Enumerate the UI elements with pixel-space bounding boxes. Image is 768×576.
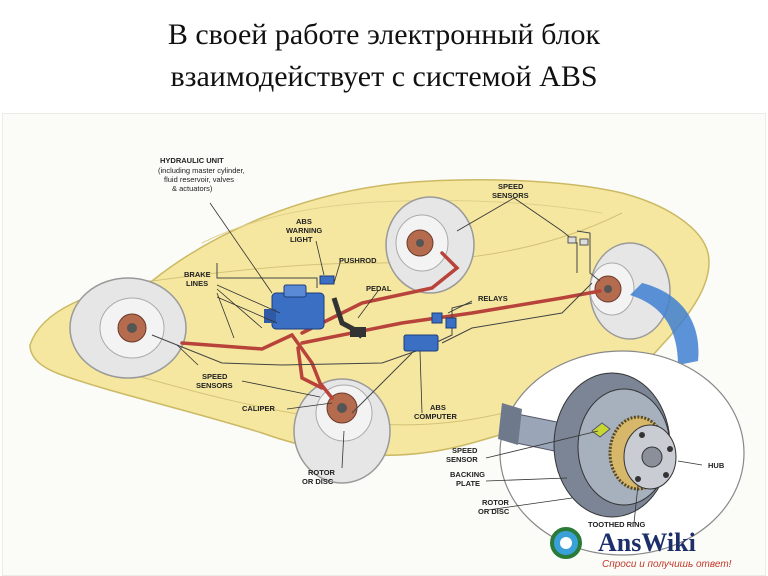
label-abs-warning-1: ABS xyxy=(296,217,312,226)
watermark-brand: AnsWiki xyxy=(598,528,696,557)
label-hydraulic-unit-sub3: & actuators) xyxy=(172,184,213,193)
sensor-wires xyxy=(151,230,601,414)
leader-lines xyxy=(176,197,563,469)
label-backing-plate-1: BACKING xyxy=(450,470,485,479)
slide-title: В своей работе электронный блок взаимоде… xyxy=(0,14,768,98)
inset-leader-lines xyxy=(485,430,703,524)
relays xyxy=(431,312,457,329)
label-backing-plate-2: PLATE xyxy=(456,479,480,488)
answiki-watermark: AnsWiki Спроси и получишь ответ! xyxy=(550,527,732,570)
detail-callout-swoosh xyxy=(630,283,699,365)
title-line-1: В своей работе электронный блок xyxy=(167,18,601,51)
label-rotor-disc-inset-1: ROTOR xyxy=(482,498,510,507)
label-abs-warning-3: LIGHT xyxy=(290,235,313,244)
label-rotor-disc-inset-2: OR DISC xyxy=(478,507,510,516)
label-hydraulic-unit-sub1: (including master cylinder, xyxy=(158,166,245,175)
label-hub: HUB xyxy=(708,461,725,470)
label-brake-lines-1: BRAKE xyxy=(184,270,211,279)
label-speed-sensors-left-1: SPEED xyxy=(202,372,228,381)
title-line-2: взаимодействует с системой ABS xyxy=(170,60,598,93)
wheel-rear-right xyxy=(589,242,671,340)
abs-computer xyxy=(403,334,439,352)
label-caliper: CALIPER xyxy=(242,404,276,413)
watermark-tagline: Спроси и получишь ответ! xyxy=(602,559,732,570)
label-speed-sensors-left-2: SENSORS xyxy=(196,381,233,390)
abs-warning-light xyxy=(319,275,335,285)
label-abs-warning-2: WARNING xyxy=(286,226,322,235)
pedal-assembly xyxy=(331,297,366,339)
label-abs-computer-1: ABS xyxy=(430,403,446,412)
wheel-front-left xyxy=(69,277,187,379)
brake-lines xyxy=(180,251,602,400)
label-rotor-disc-1: ROTOR xyxy=(308,468,336,477)
label-relays: RELAYS xyxy=(478,294,508,303)
label-speed-sensors-top-1: SPEED xyxy=(498,182,524,191)
label-speed-sensors-top-2: SENSORS xyxy=(492,191,529,200)
wheel-front-right xyxy=(385,196,475,294)
label-speed-sensor-1: SPEED xyxy=(452,446,478,455)
label-abs-computer-2: COMPUTER xyxy=(414,412,458,421)
label-speed-sensor-2: SENSOR xyxy=(446,455,478,464)
label-pedal: PEDAL xyxy=(366,284,392,293)
label-rotor-disc-2: OR DISC xyxy=(302,477,334,486)
label-pushrod: PUSHROD xyxy=(339,256,377,265)
label-hydraulic-unit-sub2: fluid reservoir, valves xyxy=(164,175,234,184)
wheel-hub-detail-inset xyxy=(498,350,745,556)
hydraulic-unit xyxy=(264,284,325,330)
connectors-top xyxy=(567,236,589,246)
label-brake-lines-2: LINES xyxy=(186,279,208,288)
label-toothed-ring: TOOTHED RING xyxy=(588,520,646,529)
abs-system-diagram: HYDRAULIC UNIT (including master cylinde… xyxy=(2,113,766,576)
label-hydraulic-unit: HYDRAULIC UNIT xyxy=(160,156,224,165)
